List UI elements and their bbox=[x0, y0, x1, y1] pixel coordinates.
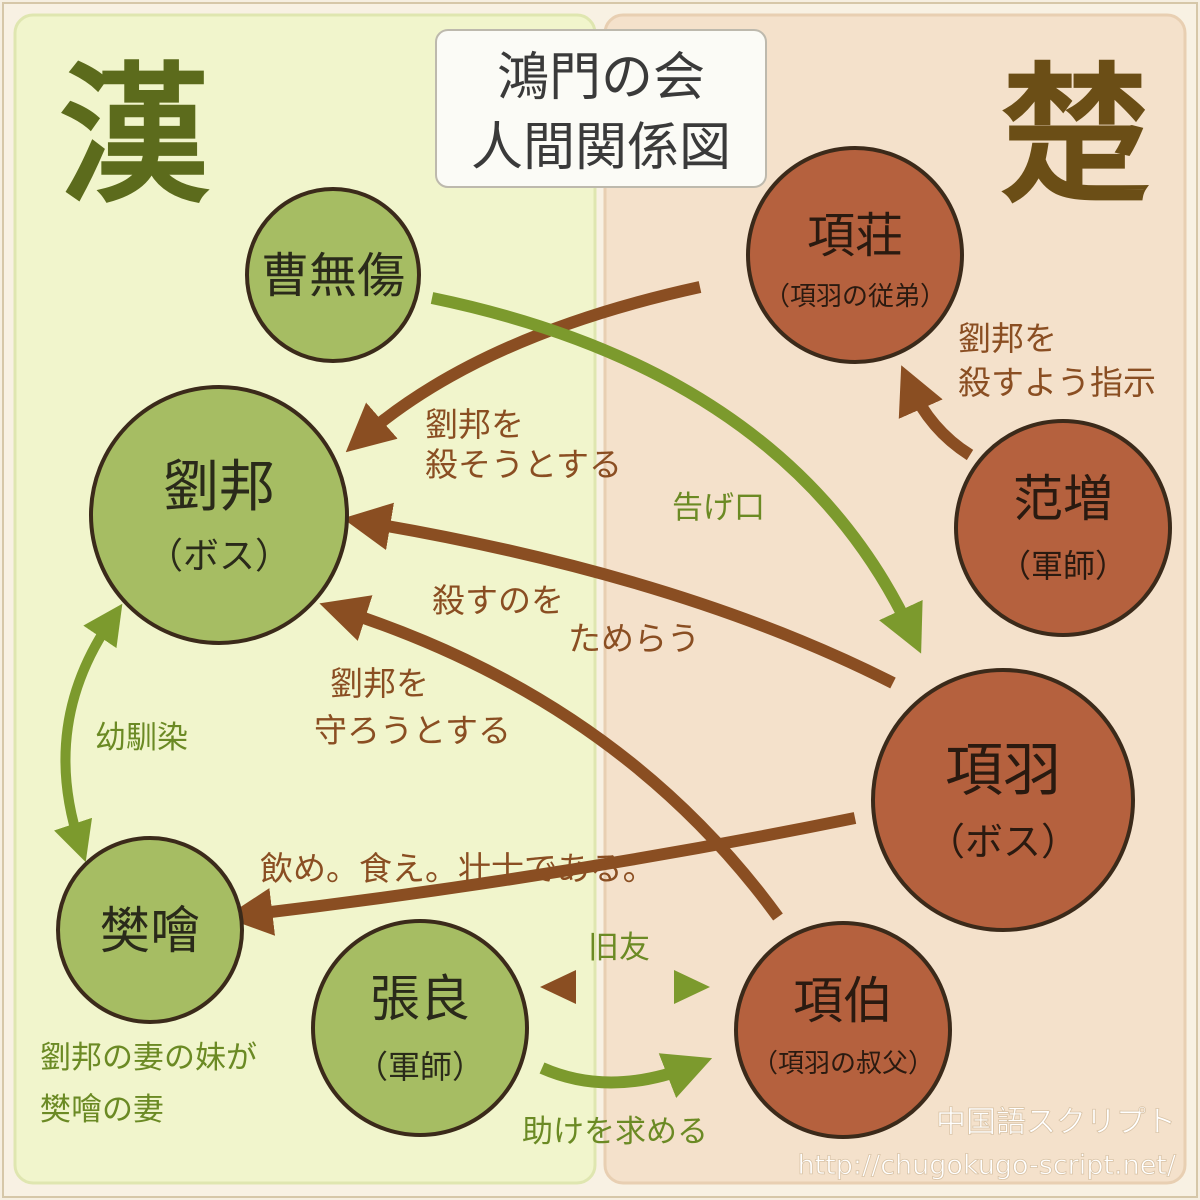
node-kouhaku: 項伯 （項羽の叔父） bbox=[734, 921, 952, 1139]
label-tasuke: 助けを求める bbox=[522, 1114, 708, 1150]
label-tamerau-1: 殺すのを bbox=[432, 581, 564, 620]
arrow-hanzou-to-koushou bbox=[898, 365, 974, 461]
node-name: 范増 bbox=[1013, 470, 1113, 528]
label-mamorou-1: 劉邦を bbox=[330, 664, 429, 703]
node-sub: （項羽の従弟） bbox=[764, 282, 946, 312]
chu-character: 楚 bbox=[1000, 48, 1150, 224]
node-hankai: 樊噲 bbox=[56, 836, 244, 1024]
node-koushou: 項荘 （項羽の従弟） bbox=[746, 146, 964, 364]
watermark-name: 中国語スクリプト bbox=[936, 1105, 1176, 1140]
label-hankai-note-1: 劉邦の妻の妹が bbox=[40, 1040, 257, 1076]
title-line2: 人間関係図 bbox=[471, 118, 731, 178]
label-hanzou-koushou-2: 殺すよう指示 bbox=[958, 363, 1156, 402]
watermark-url: http://chugokugo-script.net/ bbox=[798, 1150, 1177, 1181]
node-name: 項伯 bbox=[793, 972, 893, 1030]
arrow-kouhaku-to-ryuho bbox=[319, 595, 783, 921]
label-kyuyu: 旧友 bbox=[588, 930, 650, 966]
node-sub: （項羽の叔父） bbox=[752, 1049, 934, 1079]
arrow-kyuyu-right-head bbox=[674, 970, 710, 1004]
arrow-chouryou-to-kouhaku bbox=[539, 1053, 713, 1098]
node-chouryou: 張良 （軍師） bbox=[311, 919, 529, 1137]
label-koushou-ryuho-2: 殺そうとする bbox=[425, 445, 622, 484]
node-ryuho: 劉邦 （ボス） bbox=[89, 385, 349, 645]
node-name: 項荘 bbox=[807, 208, 903, 264]
node-sub: （軍師） bbox=[356, 1048, 484, 1086]
node-name: 劉邦 bbox=[163, 455, 275, 520]
arrow-soumushou-to-kouu bbox=[430, 292, 923, 654]
label-tamerau-2: ためらう bbox=[568, 619, 700, 658]
node-sou-mushou: 曹無傷 bbox=[245, 187, 421, 363]
title-line1: 鴻門の会 bbox=[497, 48, 705, 108]
node-name: 張良 bbox=[370, 970, 470, 1028]
label-mamorou-2: 守ろうとする bbox=[314, 711, 511, 750]
node-kouu: 項羽 （ボス） bbox=[871, 668, 1135, 932]
node-sub: （ボス） bbox=[147, 536, 291, 577]
arrow-koushou-to-ryuho bbox=[345, 281, 702, 453]
arrow-kouu-to-ryuho bbox=[342, 502, 896, 689]
arrow-kyuyu-left-head bbox=[540, 970, 576, 1004]
node-name: 項羽 bbox=[945, 736, 1061, 804]
label-hanzou-koushou-1: 劉邦を bbox=[958, 319, 1057, 358]
node-sub: （ボス） bbox=[927, 820, 1079, 864]
node-hanzou: 范増 （軍師） bbox=[954, 419, 1172, 637]
node-name: 樊噲 bbox=[100, 902, 200, 960]
arrow-ryuho-hankai bbox=[54, 603, 123, 863]
title-box: 鴻門の会 人間関係図 bbox=[435, 29, 767, 188]
label-osananajimi: 幼馴染 bbox=[95, 720, 188, 756]
han-character: 漢 bbox=[59, 48, 210, 224]
node-sub: （軍師） bbox=[999, 547, 1127, 585]
label-koushou-ryuho-1: 劉邦を bbox=[425, 405, 524, 444]
label-sonshi: 飲め。食え。壮士である。 bbox=[260, 849, 656, 888]
label-tsugeguchi: 告げ口 bbox=[672, 490, 765, 526]
label-hankai-note-2: 樊噲の妻 bbox=[40, 1092, 164, 1128]
arrow-kouu-to-hankai bbox=[224, 812, 857, 936]
node-name: 曹無傷 bbox=[261, 248, 405, 304]
